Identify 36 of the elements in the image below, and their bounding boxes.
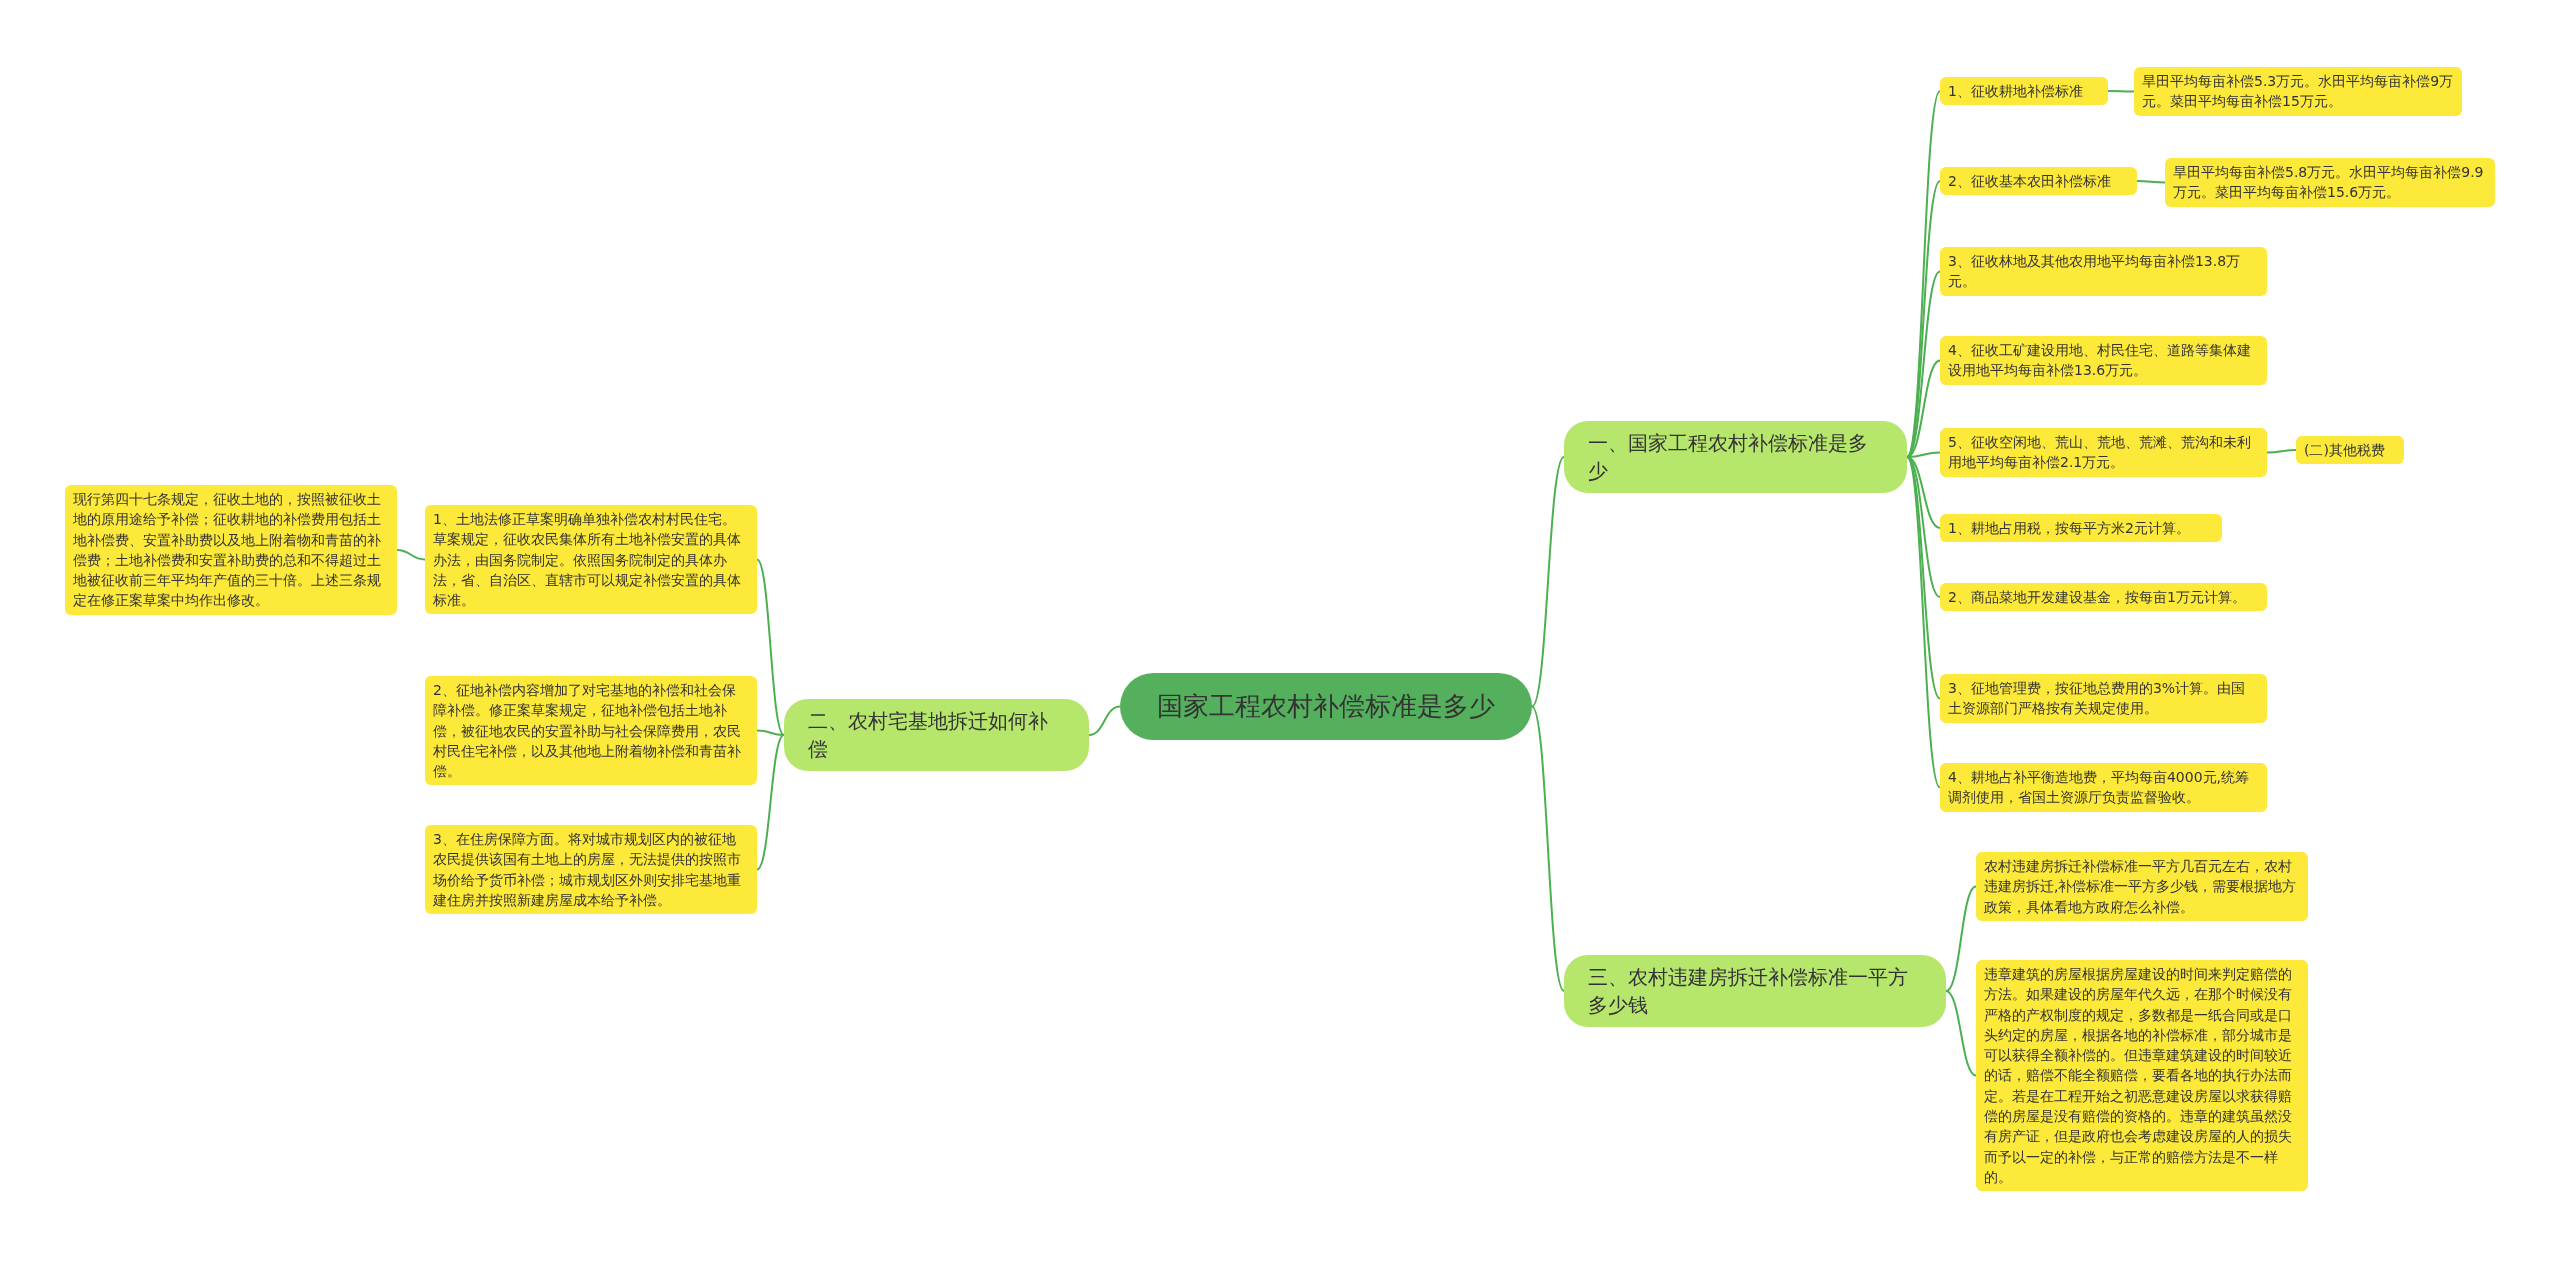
subtopic-box: 现行第四十七条规定，征收土地的，按照被征收土地的原用途给予补偿；征收耕地的补偿费用包括土地补偿费、安置补助费以及地上附着物和青苗的补偿费；土地补偿费和安置补助费的总和不得超过土地被征收前三年平均年产值的三十倍。上述三条规定在修正案草案中均作出修改。 — [65, 485, 397, 615]
connector-line — [2136, 180, 2166, 184]
subtopic-box: 2、征收基本农田补偿标准 — [1940, 167, 2137, 196]
subtopic-box: 2、商品菜地开发建设基金，按每亩1万元计算。 — [1940, 583, 2267, 612]
connector-line — [2266, 449, 2297, 454]
branch-topic: 一、国家工程农村补偿标准是多少 — [1564, 421, 1907, 493]
subtopic-box: 4、耕地占补平衡造地费，平均每亩4000元,统筹调剂使用，省国土资源厅负责监督验收。 — [1940, 763, 2267, 812]
subtopic-box: 1、土地法修正草案明确单独补偿农村村民住宅。草案规定，征收农民集体所有土地补偿安置的具体办法，由国务院制定。依照国务院制定的具体办法，省、自治区、直辖市可以规定补偿安置的具体标准。 — [425, 505, 757, 615]
connector-line — [1945, 990, 1977, 1077]
connector-line — [756, 734, 785, 871]
connector-line — [1906, 90, 1941, 458]
connector-line — [756, 729, 785, 736]
connector-line — [2107, 90, 2135, 93]
subtopic-box: 3、征地管理费，按征地总费用的3%计算。由国土资源部门严格按有关规定使用。 — [1940, 674, 2267, 723]
subtopic-box: 违章建筑的房屋根据房屋建设的时间来判定赔偿的方法。如果建设的房屋年代久远，在那个时候没有严格的产权制度的规定，多数都是一纸合同或是口头约定的房屋，根据各地的补偿标准，部分城市是可以获得全额补偿的。但违章建筑建设的时间较近的话，赔偿不能全额赔偿，要看各地的执行办法而定。若是在工程开始之初恶意建设房屋以求获得赔偿的房屋是没有赔偿的资格的。违章的建筑虽然没有房产证，但是政府也会考虑建设房屋的人的损失而予以一定的补偿，与正常的赔偿方法是不一样的。 — [1976, 960, 2308, 1192]
connector-line — [1088, 705, 1121, 736]
subtopic-box: (二)其他税费 — [2296, 436, 2404, 465]
connector-line — [756, 558, 785, 736]
subtopic-box: 旱田平均每亩补偿5.8万元。水田平均每亩补偿9.9万元。菜田平均每亩补偿15.6万元。 — [2165, 158, 2495, 207]
subtopic-box: 4、征收工矿建设用地、村民住宅、道路等集体建设用地平均每亩补偿13.6万元。 — [1940, 336, 2267, 385]
subtopic-box: 3、在住房保障方面。将对城市规划区内的被征地农民提供该国有土地上的房屋，无法提供的按照市场价给予货币补偿；城市规划区外则安排宅基地重建住房并按照新建房屋成本给予补偿。 — [425, 825, 757, 915]
subtopic-box: 1、征收耕地补偿标准 — [1940, 77, 2108, 106]
subtopic-box: 3、征收林地及其他农用地平均每亩补偿13.8万元。 — [1940, 247, 2267, 296]
connector-line — [1906, 456, 1941, 789]
subtopic-box: 2、征地补偿内容增加了对宅基地的补偿和社会保障补偿。修正案草案规定，征地补偿包括土地补偿，被征地农民的安置补助与社会保障费用，农民村民住宅补偿，以及其他地上附着物补偿和青苗补偿。 — [425, 676, 757, 786]
connector-line — [396, 549, 426, 561]
subtopic-box: 旱田平均每亩补偿5.3万元。水田平均每亩补偿9万元。菜田平均每亩补偿15万元。 — [2134, 67, 2462, 116]
connector-line — [1531, 705, 1565, 992]
subtopic-box: 1、耕地占用税，按每平方米2元计算。 — [1940, 514, 2222, 543]
branch-topic: 二、农村宅基地拆迁如何补偿 — [784, 699, 1089, 771]
central-topic: 国家工程农村补偿标准是多少 — [1120, 673, 1532, 741]
subtopic-box: 农村违建房拆迁补偿标准一平方几百元左右，农村违建房拆迁,补偿标准一平方多少钱，需要根据地方政策，具体看地方政府怎么补偿。 — [1976, 852, 2308, 921]
connector-line — [1531, 456, 1565, 708]
branch-topic: 三、农村违建房拆迁补偿标准一平方多少钱 — [1564, 955, 1946, 1027]
connector-line — [1945, 885, 1977, 992]
subtopic-box: 5、征收空闲地、荒山、荒地、荒滩、荒沟和未利用地平均每亩补偿2.1万元。 — [1940, 428, 2267, 477]
